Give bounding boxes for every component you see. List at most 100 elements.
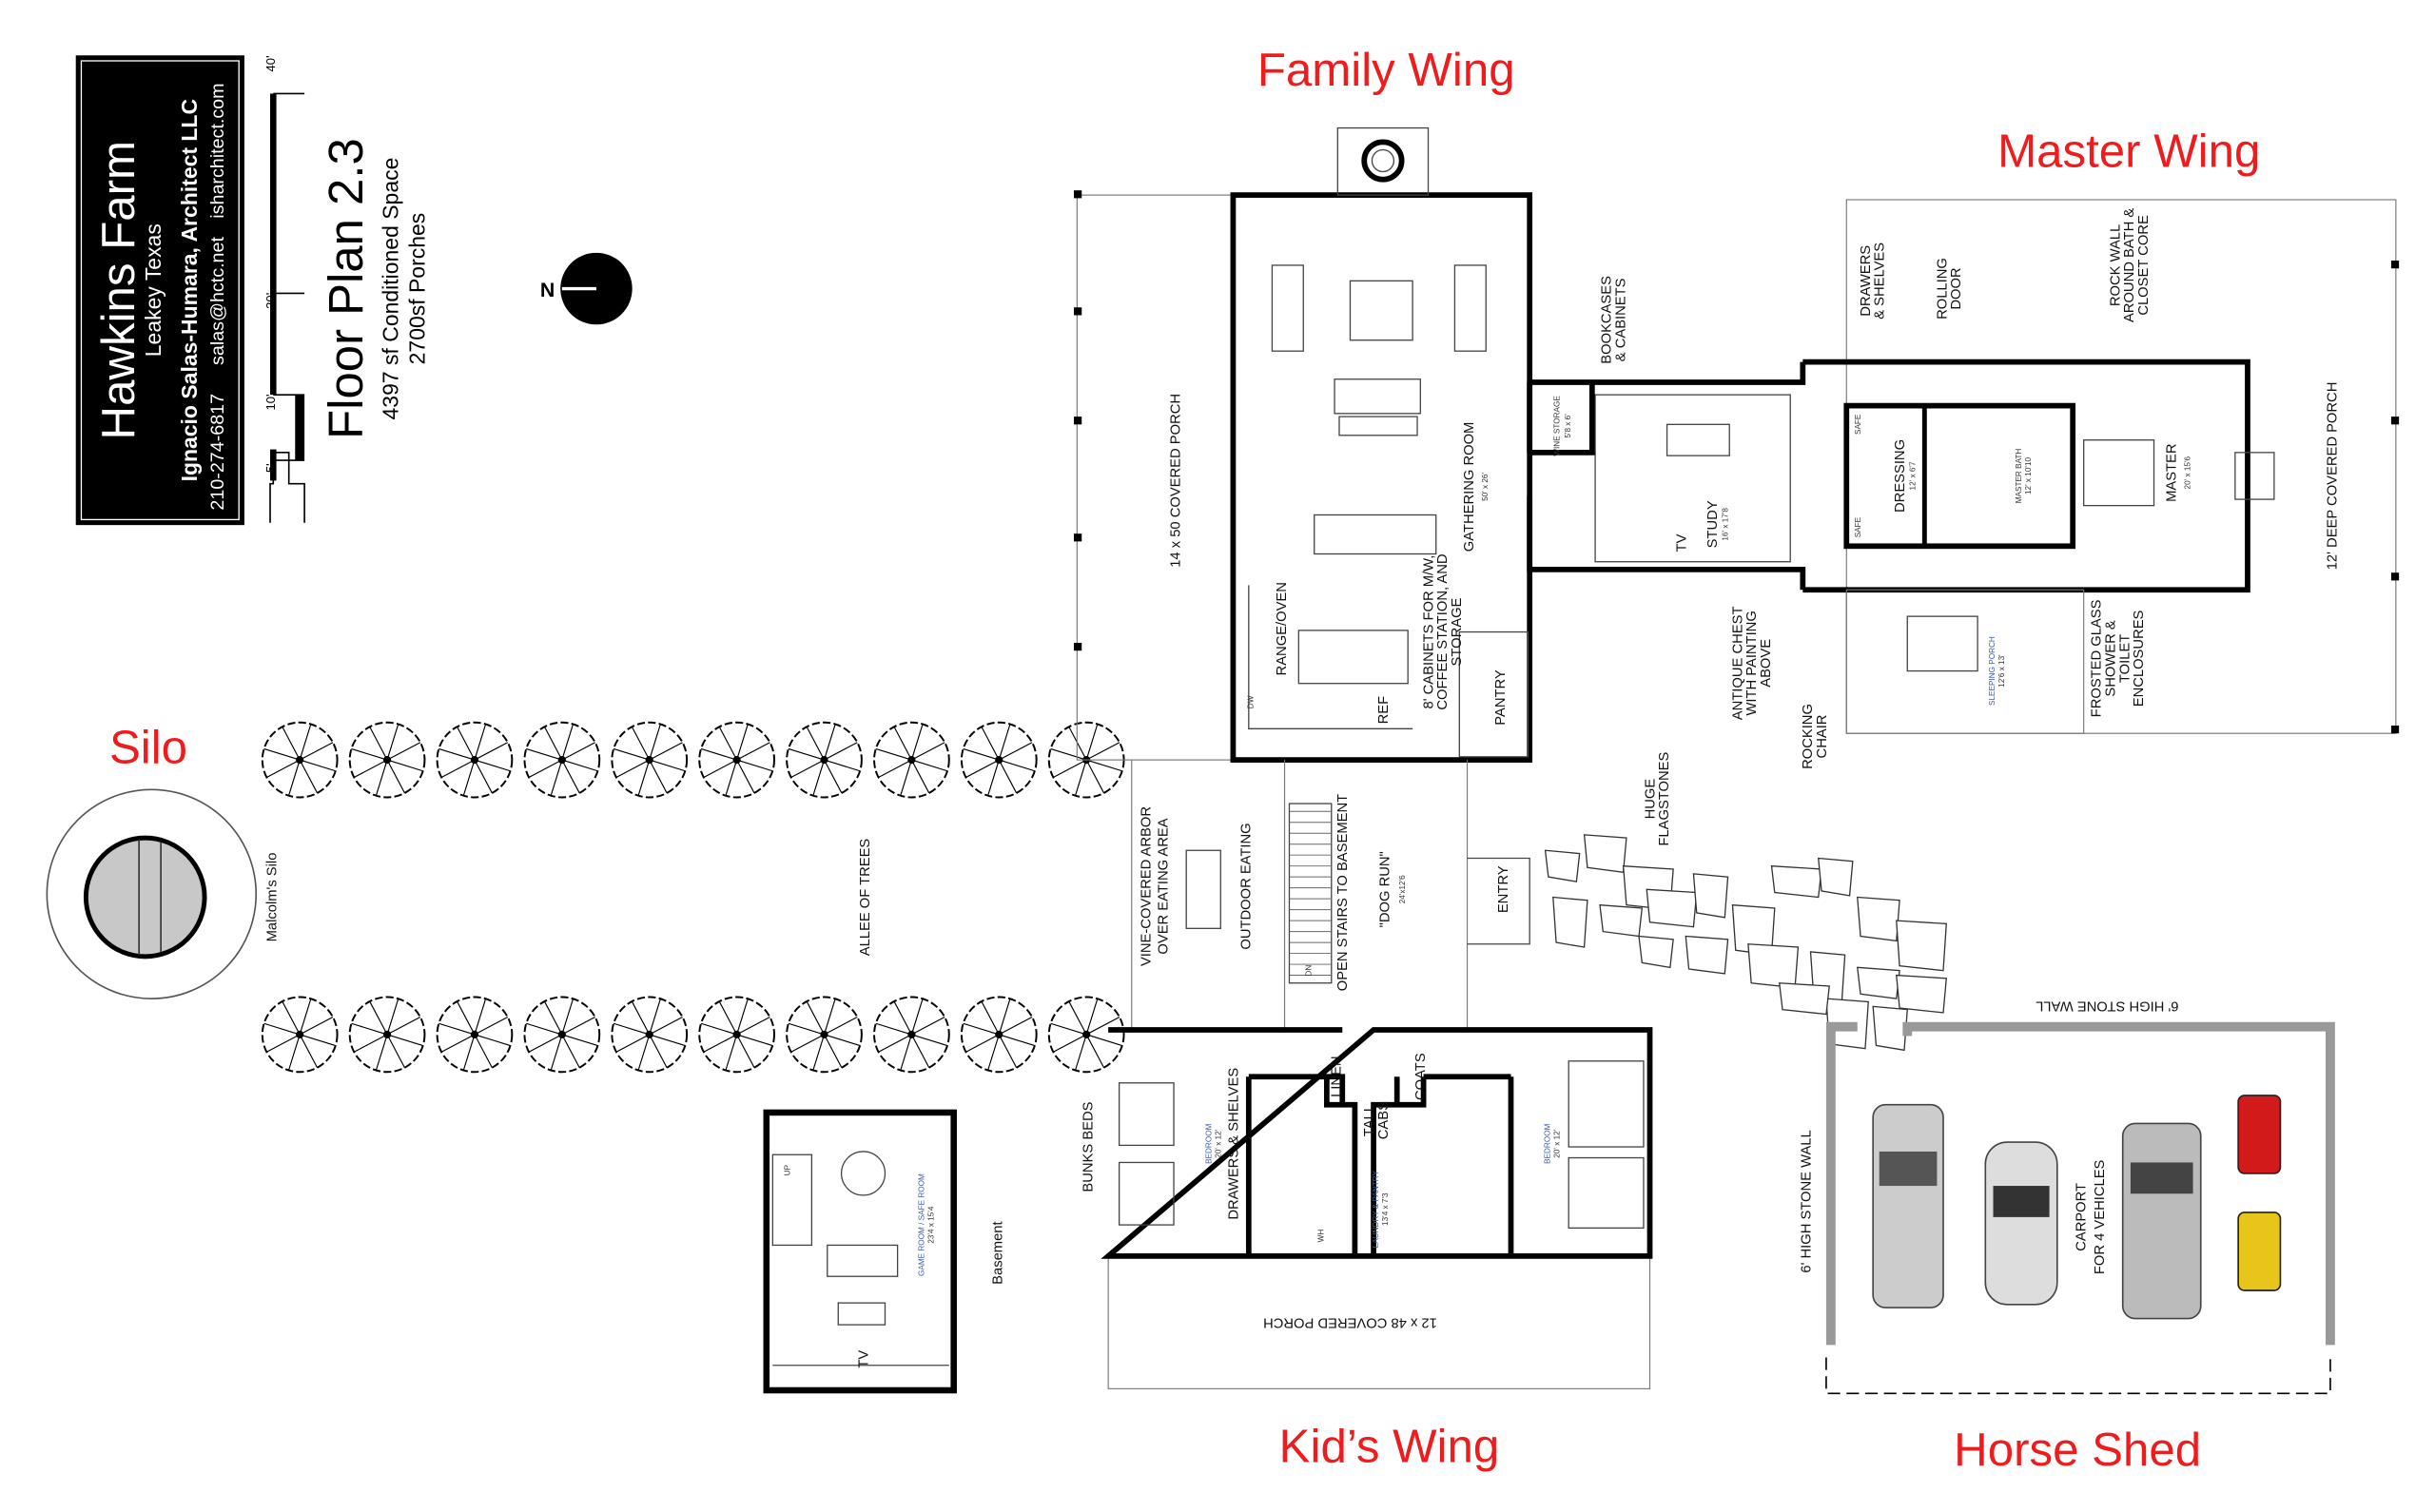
family-wing: [1076, 126, 1533, 763]
stone-wall-label-top: 6' HIGH STONE WALL: [2036, 998, 2178, 1013]
dn-label: DN: [1304, 965, 1313, 977]
north-arrow-icon: N: [540, 252, 633, 325]
frosted-label-1: FROSTED GLASS: [2090, 599, 2105, 717]
family-porch-label: 14 x 50 COVERED PORCH: [1169, 394, 1184, 568]
frosted-label-4: ENCLOSURES: [2132, 610, 2147, 707]
sleeping-porch-label: SLEEPING PORCH: [1988, 636, 1997, 706]
study-size: 16' x 17'8: [1722, 508, 1730, 541]
wine-storage-size: 5'8 x 6': [1564, 414, 1572, 438]
svg-text:N: N: [540, 279, 555, 301]
wing-label-kids: Kid’s Wing: [1279, 1420, 1500, 1472]
entry-label: ENTRY: [1496, 865, 1511, 913]
wh-label: WH: [1317, 1230, 1326, 1243]
bunk-beds-label: BUNKS BEDS: [1081, 1101, 1097, 1192]
master-wing: [1802, 199, 2397, 734]
safe-label-2: SAFE: [1854, 516, 1862, 537]
wing-label-master: Master Wing: [1997, 126, 2260, 178]
porch-post: [1074, 533, 1082, 542]
study-tv-label: TV: [1674, 533, 1689, 552]
porch-post: [1074, 190, 1082, 199]
chest-label-1: ANTIQUE CHEST: [1730, 607, 1745, 721]
range-oven-label: RANGE/OVEN: [1275, 582, 1290, 675]
cabinets-label-2: COFFEE STATION, AND: [1435, 553, 1451, 709]
coats-label: COATS: [1413, 1053, 1429, 1100]
bookcases-label-2: & CABINETS: [1613, 278, 1628, 361]
study-wing: [1527, 361, 1806, 591]
stone-wall-label-side: 6' HIGH STONE WALL: [1800, 1130, 1815, 1272]
tree-icon: [698, 996, 775, 1074]
flagstone: [1646, 888, 1698, 928]
tree-icon: [348, 721, 426, 799]
allee-label: ALLEE OF TREES: [858, 839, 873, 957]
dog-run-label: "DOG RUN": [1377, 851, 1393, 927]
master-bath-size: 12' x 10'10: [2024, 456, 2033, 494]
tree-icon: [436, 996, 514, 1074]
dressing-label: DRESSING: [1893, 439, 1908, 513]
porch-post: [2390, 726, 2400, 734]
dressing-size: 12' x 6'7: [1908, 461, 1917, 490]
game-room-size: 23'4 x 15'4: [926, 1206, 935, 1244]
sleeping-porch-size: 12'6 x 13': [1997, 654, 2006, 688]
flagstones-label-1: HUGE: [1643, 779, 1658, 820]
arbor-label-2: OVER EATING AREA: [1156, 818, 1171, 954]
arbor-label-1: VINE-COVERED ARBOR: [1139, 806, 1154, 966]
basement-tv-label: TV: [856, 1350, 871, 1368]
porch-area: 2700sf Porches: [404, 213, 429, 365]
tree-icon: [436, 721, 514, 799]
project-name: Hawkins Farm: [92, 141, 145, 440]
plan-title: Floor Plan 2.3: [319, 138, 373, 439]
drawers-label-2: & SHELVES: [1873, 242, 1888, 320]
rocking-label-2: CHAIR: [1815, 715, 1830, 759]
flagstone: [1818, 857, 1854, 897]
scale-bar: 5' 10' 20' 40': [263, 55, 305, 523]
laundry-label: LAUNDRY & PANTRY: [1372, 1170, 1380, 1248]
kids-bedroom-2-label: BEDROOM: [1544, 1123, 1552, 1163]
basement-label: Basement: [991, 1221, 1006, 1284]
chest-label-3: ABOVE: [1759, 639, 1774, 688]
rock-wall-label-2: AROUND BATH &: [2122, 208, 2137, 322]
flagstone: [1583, 834, 1627, 873]
tall-cabs-label-1: TALL: [1362, 1104, 1377, 1136]
stairs-label: OPEN STAIRS TO BASEMENT: [1335, 794, 1351, 991]
tree-icon: [611, 996, 689, 1074]
master-label: MASTER: [2164, 443, 2179, 501]
tree-icon: [523, 996, 601, 1074]
kids-bedroom-1-size: 20' x 12': [1214, 1129, 1222, 1157]
master-bath-label: MASTER BATH: [2015, 449, 2023, 504]
flagstones: [1544, 834, 1947, 1052]
gathering-room-label: GATHERING ROOM: [1462, 422, 1477, 552]
scale-40ft: 40': [263, 55, 278, 71]
tree-icon: [873, 721, 950, 799]
safe-label-1: SAFE: [1854, 414, 1862, 435]
architect-email: salas@hctc.net: [207, 237, 228, 365]
bookcases-label-1: BOOKCASES: [1599, 276, 1614, 364]
chest-label-2: WITH PAINTING: [1744, 611, 1760, 715]
truck-icon: [2121, 1122, 2202, 1320]
game-room-label: GAME ROOM / SAFE ROOM: [918, 1173, 926, 1276]
cabinets-label-3: STORAGE: [1450, 597, 1465, 666]
flagstone: [1778, 982, 1830, 1016]
flagstone: [1857, 966, 1900, 999]
flagstone: [1747, 943, 1800, 989]
flagstone: [1552, 896, 1588, 948]
porch-post: [2390, 417, 2400, 425]
flagstone: [1692, 873, 1729, 919]
wing-label-silo: Silo: [109, 721, 187, 773]
tree-icon: [786, 996, 863, 1074]
dog-run-size: 24'x12'6: [1398, 875, 1407, 903]
linen-label: LINEN: [1330, 1056, 1345, 1096]
wine-storage-label: WINE STORAGE: [1552, 396, 1561, 456]
tree-icon: [261, 721, 339, 799]
rocking-label-1: ROCKING: [1801, 704, 1816, 769]
rock-wall-label-1: ROCK WALL: [2108, 224, 2123, 306]
kids-wing: [1101, 1027, 1653, 1389]
silo: [46, 788, 258, 999]
porch-post: [1074, 417, 1082, 425]
gathering-room-size: 50' x 26': [1481, 473, 1490, 501]
rock-wall-label-3: CLOSET CORE: [2136, 215, 2152, 316]
wing-label-horse: Horse Shed: [1954, 1424, 2201, 1476]
project-location: Leakey Texas: [141, 223, 166, 357]
flagstone: [1638, 935, 1674, 969]
flagstone: [1770, 864, 1822, 899]
rolling-door-label-2: DOOR: [1949, 267, 1964, 309]
